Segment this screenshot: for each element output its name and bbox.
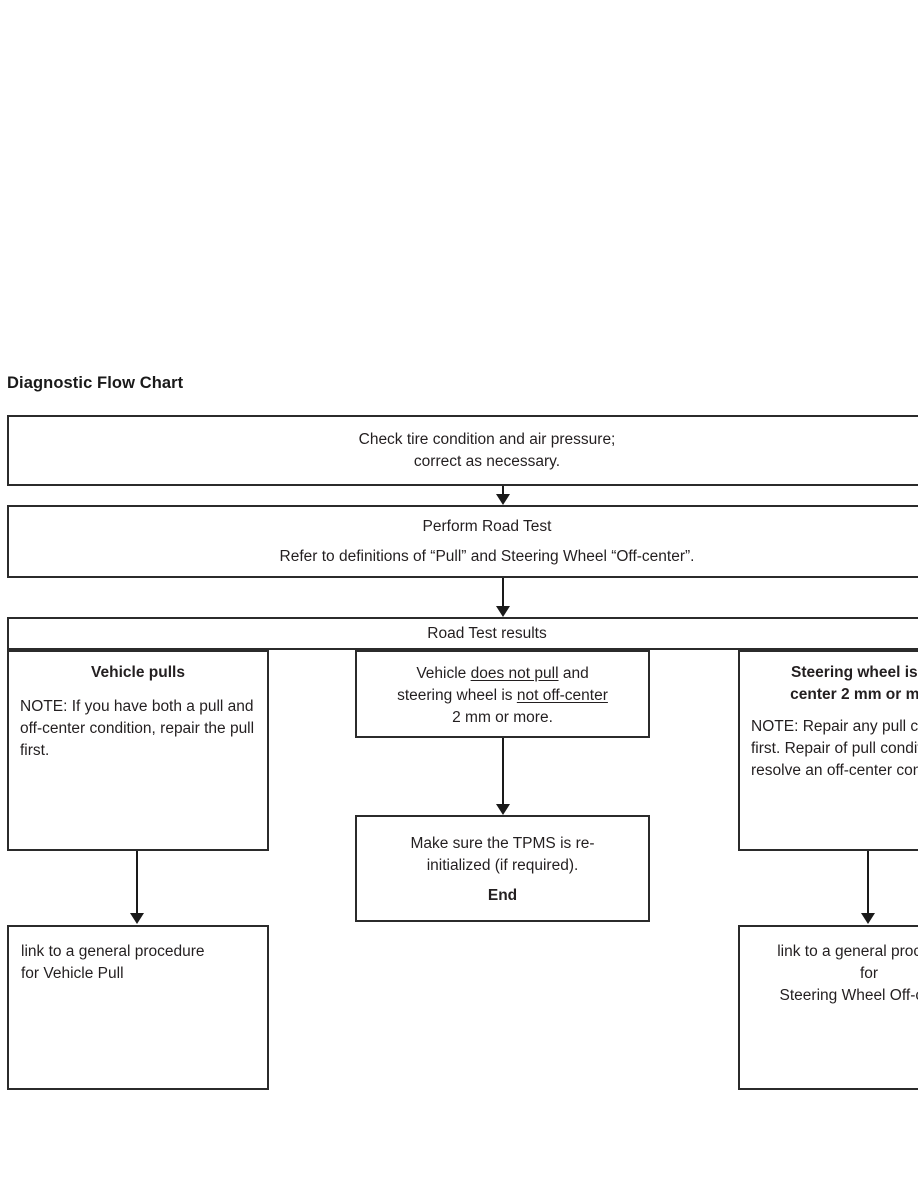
arrowhead-nopull-to-tpms bbox=[495, 804, 510, 815]
node-check-tire-condition: Check tire condition and air pressure; c… bbox=[7, 415, 918, 486]
vehicle-pulls-note: NOTE: If you have both a pull and off-ce… bbox=[20, 696, 256, 762]
note-label: NOTE bbox=[20, 698, 64, 715]
node-tpms-reinitialize: Make sure the TPMS is re- initialized (i… bbox=[355, 815, 650, 922]
node-vehicle-does-not-pull: Vehicle does not pull and steering wheel… bbox=[355, 650, 650, 738]
no-pull-line-2-pre: steering wheel is bbox=[397, 686, 517, 704]
no-pull-line-3: 2 mm or more. bbox=[452, 708, 553, 726]
node-link-vehicle-pull-procedure[interactable]: link to a general procedure for Vehicle … bbox=[7, 925, 269, 1090]
arrowhead-check-to-roadtest bbox=[495, 494, 510, 505]
node-road-test-results: Road Test results bbox=[7, 617, 918, 650]
vehicle-pulls-heading: Vehicle pulls bbox=[91, 664, 185, 681]
connector-check-to-roadtest bbox=[502, 486, 505, 499]
no-pull-line-2: steering wheel is not off-center bbox=[367, 685, 638, 707]
tpms-end-label: End bbox=[487, 887, 518, 904]
link-pull-line-2: for Vehicle Pull bbox=[21, 965, 124, 982]
spacer bbox=[9, 538, 918, 546]
spacer bbox=[751, 706, 918, 716]
node-link-steering-wheel-off-center-procedure[interactable]: link to a general procedure for Steering… bbox=[738, 925, 918, 1090]
spacer bbox=[367, 877, 638, 885]
no-pull-line-1-underlined: does not pull bbox=[470, 664, 559, 682]
connector-roadtest-to-results bbox=[502, 578, 505, 606]
note-separator: : bbox=[63, 698, 72, 715]
tpms-line-2: initialized (if required). bbox=[426, 857, 579, 874]
link-offcenter-line-2: for bbox=[859, 965, 879, 982]
road-test-line-2: Refer to definitions of “Pull” and Steer… bbox=[279, 547, 695, 565]
connector-pulls-to-link bbox=[136, 851, 139, 915]
arrowhead-offcenter-to-link bbox=[860, 913, 875, 924]
spacer bbox=[20, 684, 256, 696]
link-offcenter-line-3: Steering Wheel Off-center bbox=[779, 987, 918, 1004]
no-pull-line-1-post: and bbox=[558, 664, 589, 682]
note-body: Repair any pull conditions first. Repair… bbox=[751, 718, 918, 779]
check-tire-line-1: Check tire condition and air pressure; bbox=[358, 430, 616, 448]
no-pull-line-1-pre: Vehicle bbox=[416, 664, 471, 682]
link-offcenter-line-1: link to a general procedure bbox=[777, 943, 918, 960]
arrowhead-pulls-to-link bbox=[129, 913, 144, 924]
no-pull-line-1: Vehicle does not pull and bbox=[367, 663, 638, 685]
note-label: NOTE bbox=[751, 718, 795, 735]
road-test-line-1: Perform Road Test bbox=[422, 517, 552, 535]
link-pull-line-1: link to a general procedure bbox=[21, 943, 205, 960]
road-test-results-label: Road Test results bbox=[427, 624, 547, 642]
page-title: Diagnostic Flow Chart bbox=[7, 374, 184, 392]
no-pull-line-2-underlined: not off-center bbox=[516, 686, 608, 704]
check-tire-line-2: correct as necessary. bbox=[413, 452, 561, 470]
arrowhead-roadtest-to-results bbox=[495, 606, 510, 617]
connector-nopull-to-tpms bbox=[502, 738, 505, 807]
node-vehicle-pulls: Vehicle pulls NOTE: If you have both a p… bbox=[7, 650, 269, 851]
off-center-heading-line-2: center 2 mm or more. bbox=[790, 686, 918, 703]
note-body: If you have both a pull and off-center c… bbox=[20, 698, 255, 759]
node-steering-wheel-off-center: Steering wheel is off- center 2 mm or mo… bbox=[738, 650, 918, 851]
note-separator: : bbox=[794, 718, 803, 735]
connector-offcenter-to-link bbox=[867, 851, 870, 915]
node-perform-road-test: Perform Road Test Refer to definitions o… bbox=[7, 505, 918, 578]
tpms-line-1: Make sure the TPMS is re- bbox=[410, 835, 595, 852]
off-center-heading-line-1: Steering wheel is off- bbox=[791, 664, 918, 681]
off-center-note: NOTE: Repair any pull conditions first. … bbox=[751, 716, 918, 782]
